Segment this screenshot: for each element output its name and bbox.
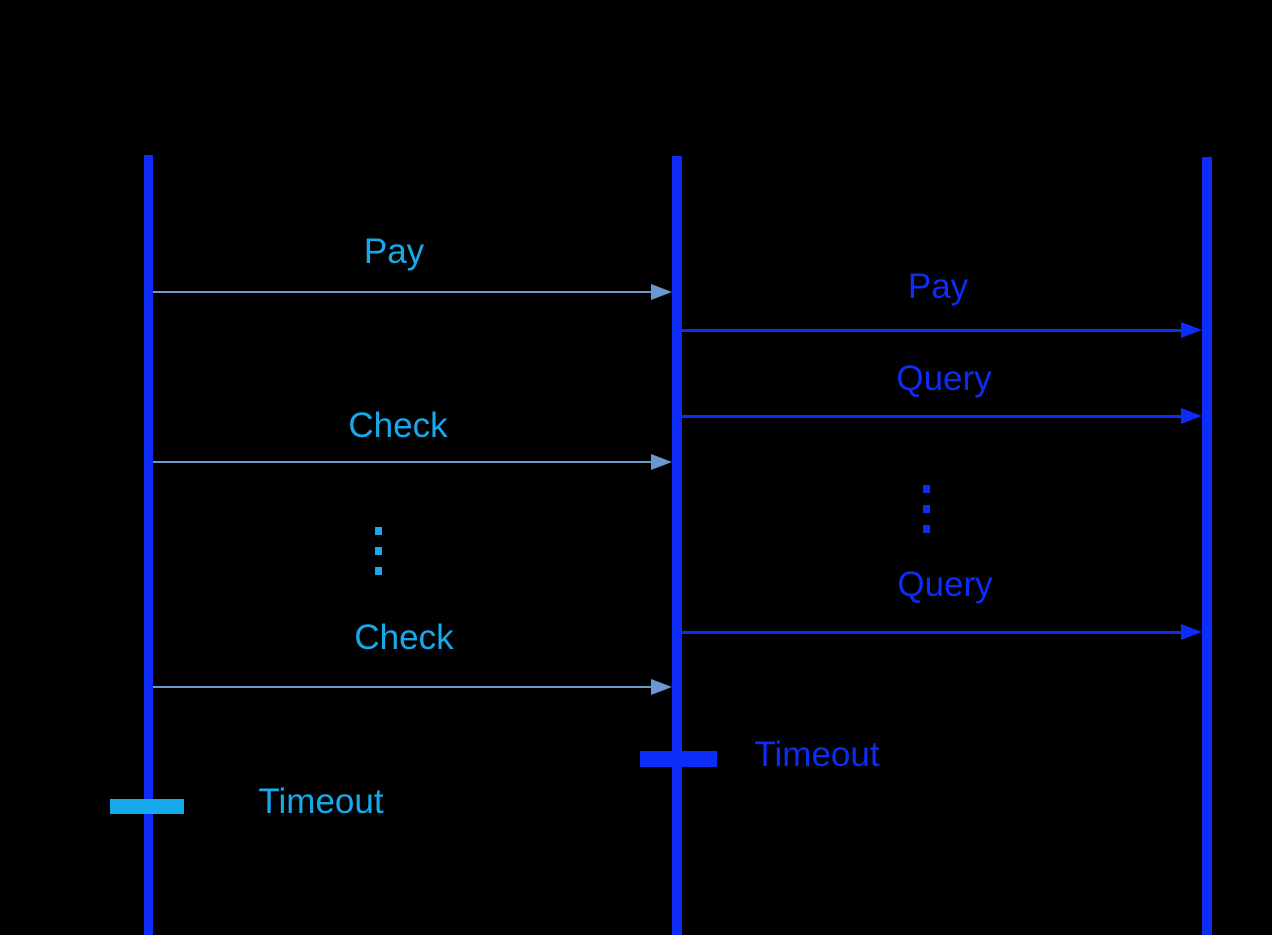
timeout-tick [640, 751, 717, 767]
message-label-check: Check [354, 618, 454, 657]
ellipsis-dot [374, 547, 382, 555]
arrow-head-icon [651, 284, 672, 300]
lifeline-left [143, 155, 153, 935]
ellipsis-dot [922, 485, 930, 493]
ellipsis-dot [922, 505, 930, 513]
message-label-pay: Pay [907, 267, 969, 306]
message-line-check [152, 461, 655, 463]
message-label-query: Query [896, 359, 992, 398]
ellipsis-dot [374, 567, 382, 575]
message-line-query [682, 415, 1185, 418]
arrow-head-icon [1181, 624, 1202, 640]
message-line-query [682, 631, 1185, 634]
ellipsis-dot [922, 525, 930, 533]
timeout-label: Timeout [258, 782, 384, 821]
message-line-pay [152, 291, 655, 293]
lifeline-right [1202, 157, 1212, 935]
ellipsis-dot [374, 527, 382, 535]
timeout-label: Timeout [754, 735, 880, 774]
message-line-pay [682, 329, 1185, 332]
arrow-head-icon [1181, 322, 1202, 338]
message-label-pay: Pay [363, 232, 425, 271]
message-label-query: Query [897, 565, 993, 604]
message-label-check: Check [348, 406, 448, 445]
timeout-tick [110, 799, 184, 814]
arrow-head-icon [651, 454, 672, 470]
lifeline-middle [672, 156, 682, 935]
message-line-check [152, 686, 655, 688]
arrow-head-icon [1181, 408, 1202, 424]
arrow-head-icon [651, 679, 672, 695]
